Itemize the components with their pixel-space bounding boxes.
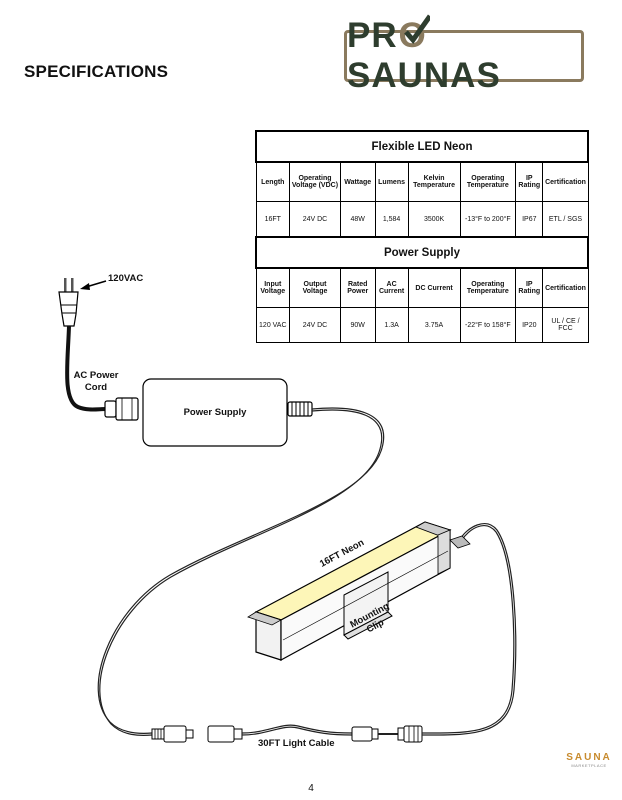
table-cell: IP67 bbox=[515, 201, 544, 238]
cable-connector-female bbox=[207, 725, 243, 743]
ac-plug bbox=[58, 278, 79, 327]
page-title: SPECIFICATIONS bbox=[24, 62, 169, 81]
light-cable bbox=[241, 724, 353, 734]
page-number: 4 bbox=[308, 783, 314, 794]
cable-connector-left bbox=[151, 725, 194, 743]
mounting-clip bbox=[343, 571, 393, 640]
table-header: Output Voltage bbox=[289, 267, 341, 308]
table-header: Kelvin Temperature bbox=[407, 161, 461, 202]
table-cell: 48W bbox=[339, 201, 376, 238]
table-cell: ETL / SGS bbox=[542, 201, 589, 238]
footer-logo-main: SAUNA bbox=[566, 752, 612, 763]
table-header: DC Current bbox=[407, 267, 461, 308]
footer-logo-sub: MARKETPLACE bbox=[571, 763, 607, 768]
ac-power-cord bbox=[65, 325, 107, 412]
table-cell: UL / CE / FCC bbox=[542, 307, 589, 343]
table-cell: -13°F to 200°F bbox=[459, 201, 517, 238]
dc-connector bbox=[287, 401, 313, 417]
table-cell: 1,584 bbox=[374, 201, 409, 238]
psu-table-title: Power Supply bbox=[255, 236, 589, 269]
cord-label: AC Power Cord bbox=[73, 370, 119, 393]
arrow-icon bbox=[80, 280, 107, 290]
table-cell: -22°F to 158°F bbox=[459, 307, 517, 343]
table-cell: 3.75A bbox=[407, 307, 461, 343]
table-cell: IP20 bbox=[515, 307, 544, 343]
neon-lead-cable bbox=[421, 525, 515, 734]
spec-table: Flexible LED Neon Length Operating Volta… bbox=[255, 130, 589, 343]
ac-connector bbox=[104, 397, 139, 421]
logo-check-icon: O bbox=[398, 14, 430, 56]
table-header: Rated Power bbox=[339, 267, 376, 308]
table-header: Certification bbox=[542, 267, 589, 308]
table-header: Length bbox=[255, 161, 291, 202]
table-header: Lumens bbox=[374, 161, 409, 202]
cable-label: 30FT Light Cable bbox=[258, 738, 335, 749]
table-cell: 24V DC bbox=[289, 201, 341, 238]
table-header: IP Rating bbox=[515, 161, 544, 202]
sauna-marketplace-logo: SAUNA MARKETPLACE bbox=[562, 752, 616, 768]
table-cell: 1.3A bbox=[374, 307, 409, 343]
table-header: Operating Temperature bbox=[459, 161, 517, 202]
table-header: Operating Voltage (VDC) bbox=[289, 161, 341, 202]
power-supply-box bbox=[142, 378, 288, 447]
cable-connector-right bbox=[351, 725, 423, 743]
table-header: Wattage bbox=[339, 161, 376, 202]
table-cell: 24V DC bbox=[289, 307, 341, 343]
led-table-title: Flexible LED Neon bbox=[255, 130, 589, 163]
psu-label: Power Supply bbox=[183, 407, 247, 418]
table-cell: 3500K bbox=[407, 201, 461, 238]
voltage-label: 120VAC bbox=[108, 273, 144, 284]
table-header: AC Current bbox=[374, 267, 409, 308]
table-header: Certification bbox=[542, 161, 589, 202]
